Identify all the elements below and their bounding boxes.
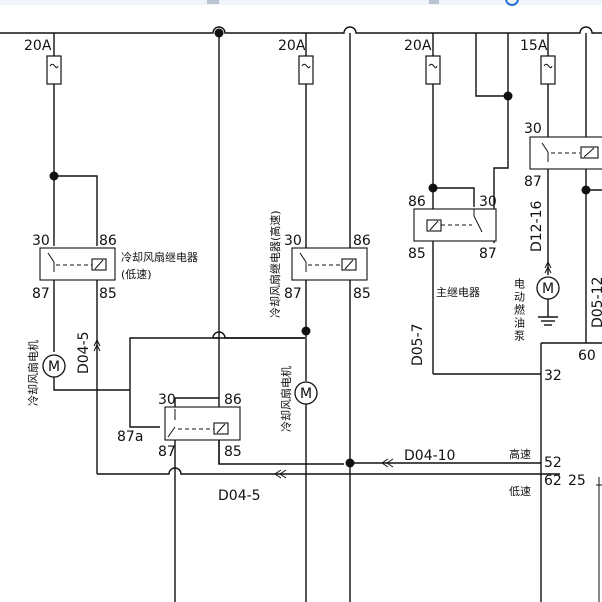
ecu-pin-32: 32 bbox=[544, 368, 562, 384]
fuse-4: 15A bbox=[520, 33, 556, 137]
relay-high-name: 冷却风扇继电器(高速) bbox=[268, 210, 282, 318]
fuel-pump-m: M bbox=[542, 281, 554, 297]
relay-low-name: 冷却风扇继电器 bbox=[121, 250, 198, 264]
relay-main-pin-86: 86 bbox=[408, 194, 426, 210]
relay-low-suffix: (低速) bbox=[121, 268, 152, 281]
connector-d05-7: D05-7 bbox=[410, 323, 426, 366]
connector-d04-5-vertical: D04-5 bbox=[76, 331, 92, 374]
fuel-pump-name: 电动燃油泵 bbox=[513, 278, 526, 343]
connector-d04-10: D04-10 bbox=[404, 448, 455, 464]
relay-low-pin-86: 86 bbox=[99, 233, 117, 249]
top-edge-strip bbox=[0, 0, 602, 5]
fuse-1-rating: 20A bbox=[24, 38, 52, 54]
fan-motor-left: M 冷却风扇电机 bbox=[26, 340, 66, 406]
fuse-4-rating: 15A bbox=[520, 38, 548, 54]
ecu-label-high: 高速 bbox=[509, 447, 531, 461]
relay-main-pin-85: 85 bbox=[408, 246, 426, 262]
fan-motor-center-m: M bbox=[300, 386, 312, 402]
junction-dot bbox=[301, 326, 311, 336]
power-bus bbox=[0, 26, 602, 34]
relay-topright-pin-87: 87 bbox=[524, 174, 542, 190]
relay-main-name: 主继电器 bbox=[436, 286, 480, 299]
fuse-1: 20A bbox=[24, 33, 62, 246]
fuse-2: 20A bbox=[278, 33, 314, 248]
relay-high-pin-86: 86 bbox=[353, 233, 371, 249]
relay-low-pin-85: 85 bbox=[99, 286, 117, 302]
fuse-2-rating: 20A bbox=[278, 38, 306, 54]
top-edge-mark bbox=[505, 0, 519, 6]
relay-high-speed: 30 86 87 85 冷却风扇继电器(高速) bbox=[268, 210, 371, 318]
junction-dot bbox=[214, 28, 224, 38]
relay-main: 86 30 85 87 主继电器 bbox=[408, 194, 497, 299]
fuel-pump-motor: M 电动燃油泵 bbox=[513, 276, 560, 343]
connector-d12-16: D12-16 bbox=[529, 200, 545, 252]
relay-bottom: 30 86 87a 87 85 bbox=[117, 390, 242, 460]
relay-low-pin-30: 30 bbox=[32, 233, 50, 249]
ecu-pin-62: 62 bbox=[544, 473, 562, 489]
top-edge-mark bbox=[429, 0, 439, 4]
relay-bottom-pin-85: 85 bbox=[224, 444, 242, 460]
fan-motor-left-name: 冷却风扇电机 bbox=[26, 340, 40, 406]
relay-bottom-pin-30: 30 bbox=[158, 392, 176, 408]
relay-bottom-pin-87a: 87a bbox=[117, 429, 143, 445]
fuse-3-rating: 20A bbox=[404, 38, 432, 54]
relay-low-pin-87: 87 bbox=[32, 286, 50, 302]
relay-bottom-pin-87: 87 bbox=[158, 444, 176, 460]
top-edge-mark bbox=[207, 0, 219, 4]
fan-motor-center: M 冷却风扇电机 bbox=[279, 366, 318, 432]
ecu-module: 60 32 52 62 25 bbox=[540, 190, 602, 602]
ecu-pin-52: 52 bbox=[544, 455, 562, 471]
relay-high-pin-87: 87 bbox=[284, 286, 302, 302]
ecu-label-low: 低速 bbox=[509, 485, 531, 498]
relay-main-pin-87: 87 bbox=[479, 246, 497, 262]
connector-d04-5-bottom: D04-5 bbox=[218, 488, 261, 504]
relay-low-speed: 30 86 87 85 冷却风扇继电器 (低速) bbox=[32, 233, 198, 302]
relay-topright-pin-30: 30 bbox=[524, 121, 542, 137]
connector-d05-12-partial: D05-12 bbox=[590, 277, 602, 328]
fan-motor-left-m: M bbox=[48, 359, 60, 375]
relay-top-right: 30 87 bbox=[524, 121, 602, 190]
ecu-pin-60: 60 bbox=[578, 348, 596, 364]
relay-high-pin-30: 30 bbox=[284, 233, 302, 249]
relay-main-pin-30: 30 bbox=[479, 194, 497, 210]
fan-motor-center-name: 冷却风扇电机 bbox=[279, 366, 293, 432]
ecu-pin-25: 25 bbox=[568, 473, 586, 489]
relay-high-pin-85: 85 bbox=[353, 286, 371, 302]
relay-bottom-pin-86: 86 bbox=[224, 392, 242, 408]
